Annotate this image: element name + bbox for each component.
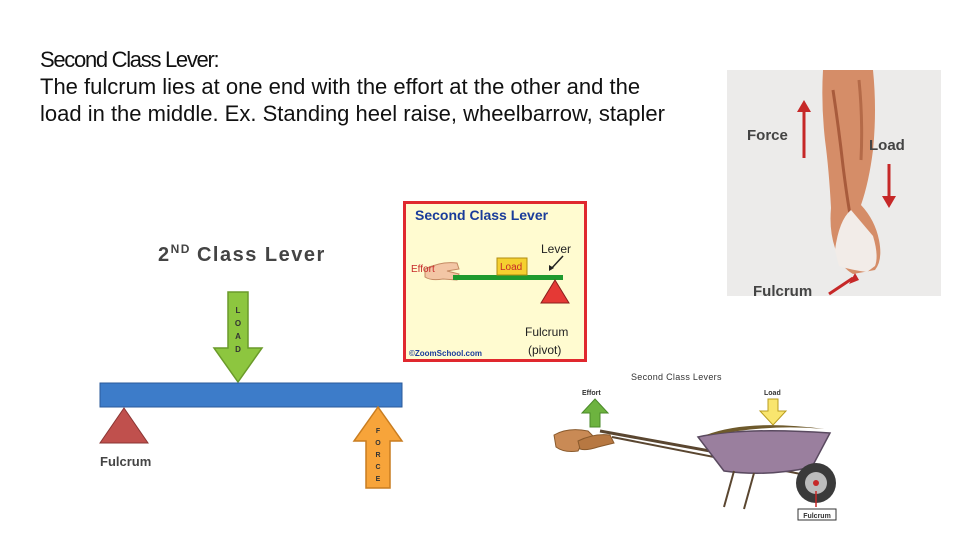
load-label: Load <box>869 137 905 154</box>
force-arrow-head <box>797 100 811 112</box>
svg-text:E: E <box>376 476 381 483</box>
wheelbarrow-tray <box>696 430 832 474</box>
zoom-fulcrum <box>540 279 570 304</box>
force-arrow <box>352 405 404 489</box>
fulcrum-arrow <box>828 276 854 296</box>
zoomschool-diagram: Second Class Lever Lever Effort Load Ful… <box>403 201 587 362</box>
force-label: Force <box>747 127 788 144</box>
muscle-line <box>831 89 853 221</box>
fulcrum-label: Fulcrum <box>803 513 831 520</box>
lever-pointer <box>550 255 564 270</box>
fulcrum-label-box <box>797 508 837 521</box>
fulcrum-label: Fulcrum <box>525 325 568 339</box>
load-arrow-letters: L O A D <box>235 306 241 354</box>
wheelbarrow-load <box>706 425 824 435</box>
svg-text:A: A <box>235 332 241 341</box>
pivot-label: (pivot) <box>528 343 561 357</box>
svg-text:C: C <box>375 464 380 471</box>
fulcrum-point <box>813 480 819 486</box>
wheelbarrow-leg <box>723 470 735 508</box>
fulcrum-label: Fulcrum <box>100 454 151 469</box>
force-arrow-letters: F O R C E <box>375 428 381 483</box>
svg-text:L: L <box>236 306 241 315</box>
slide-body: The fulcrum lies at one end with the eff… <box>40 74 665 126</box>
svg-text:R: R <box>375 452 380 459</box>
fulcrum-label: Fulcrum <box>753 283 812 296</box>
wheelbarrow-leg-2 <box>743 472 755 510</box>
heel-raise-image: Force Load Fulcrum <box>727 70 941 296</box>
svg-text:F: F <box>376 428 381 435</box>
load-arrow <box>212 291 264 384</box>
effort-label: Effort <box>582 390 601 397</box>
lever-pointer-tip <box>549 265 554 271</box>
zoom-lever-bar <box>453 275 563 280</box>
svg-text:D: D <box>235 345 241 354</box>
svg-text:O: O <box>235 319 241 328</box>
credit-label: ©ZoomSchool.com <box>409 349 482 358</box>
load-label: Load <box>500 262 522 273</box>
slide-text: Second Class Lever: The fulcrum lies at … <box>40 46 680 127</box>
slide-heading: Second Class Lever: <box>40 47 220 72</box>
svg-text:O: O <box>375 440 381 447</box>
load-box <box>496 257 528 276</box>
hand-icon <box>424 262 460 281</box>
effort-arrow <box>580 398 610 428</box>
fulcrum-arrow-head <box>849 273 859 284</box>
hand-icon-2 <box>577 434 615 451</box>
lever-label: Lever <box>541 242 571 256</box>
load-arrow-head <box>882 196 896 208</box>
wheelbarrow-diagram: Second Class Levers Effort Load Fulcrum <box>553 372 837 521</box>
foot-shape <box>835 210 877 272</box>
zoomschool-title: Second Class Lever <box>415 207 549 223</box>
load-arrow <box>758 398 788 426</box>
lever-beam <box>99 382 403 408</box>
muscle-line-2 <box>857 79 864 161</box>
load-label: Load <box>764 390 781 397</box>
fulcrum-triangle <box>99 407 149 444</box>
effort-label: Effort <box>411 264 435 275</box>
wheelbarrow-title: Second Class Levers <box>631 372 722 382</box>
